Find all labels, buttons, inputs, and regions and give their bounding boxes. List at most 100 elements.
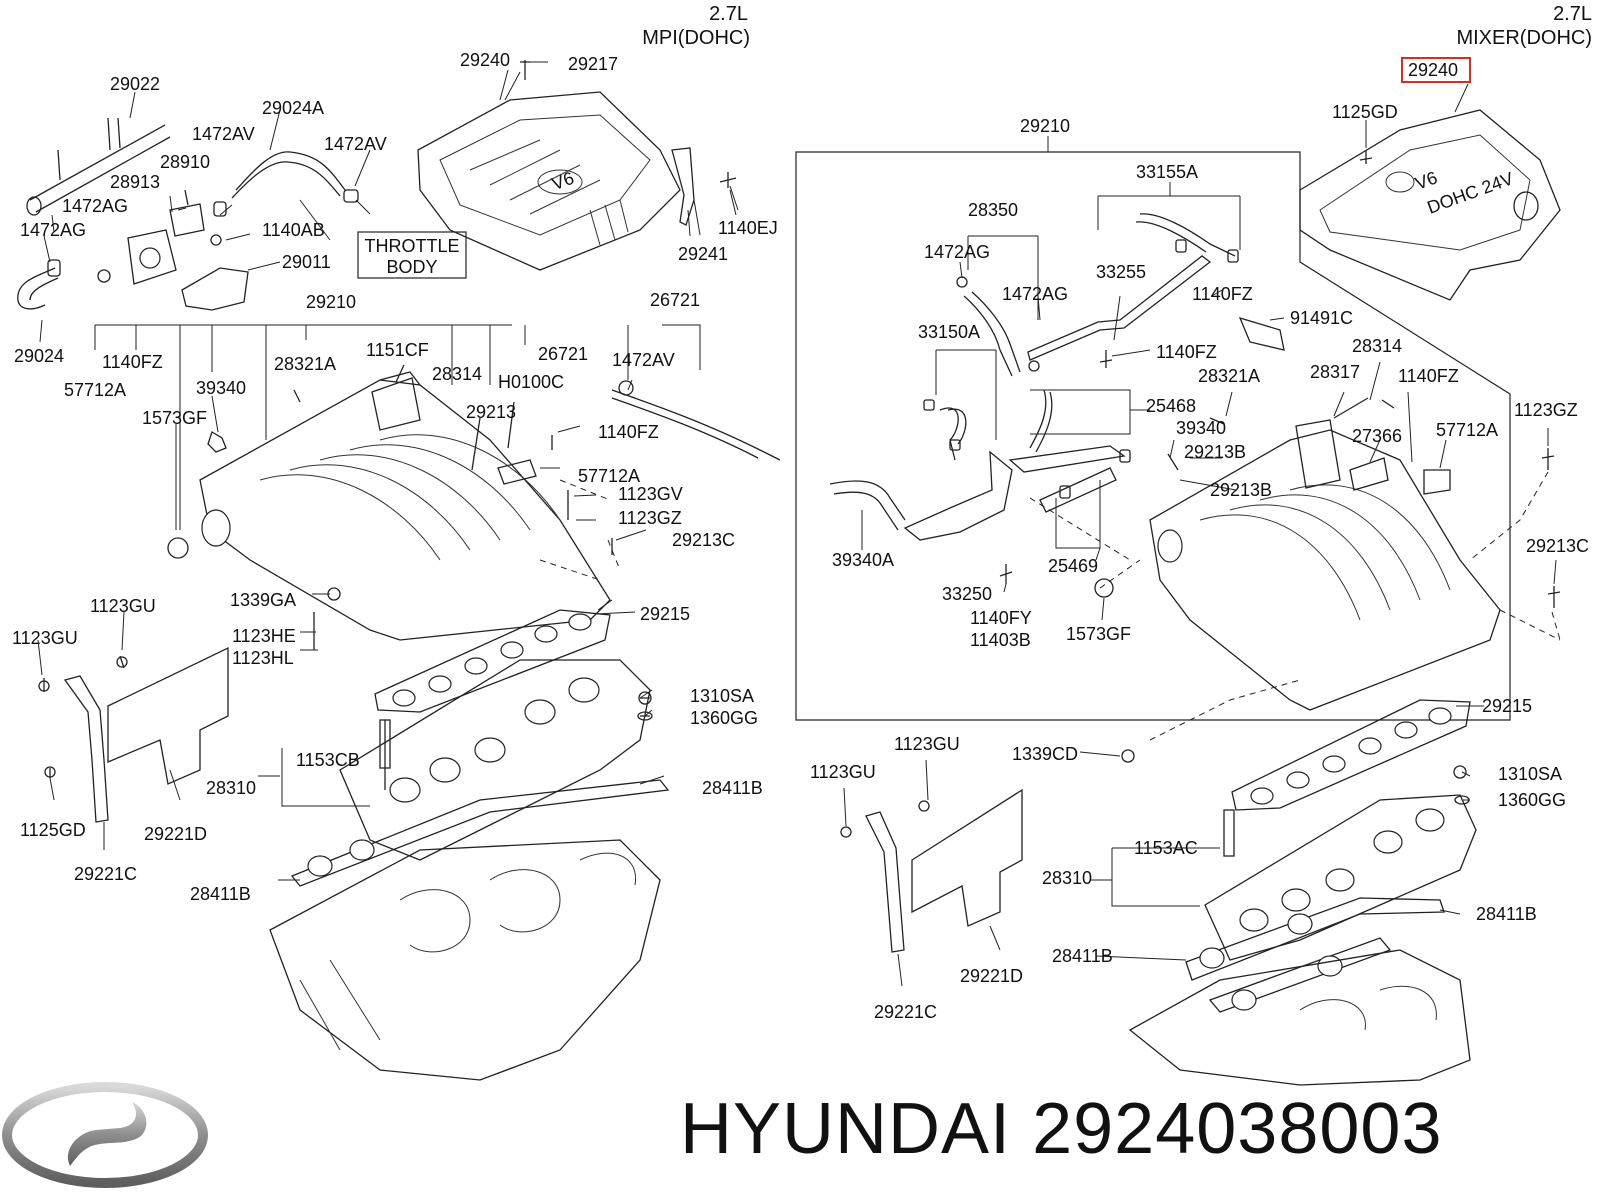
label-28411B-right-a: 28411B [1476,904,1537,924]
brackets-left [38,587,341,823]
lower-manifold-28310-right [1204,765,1477,961]
label-39340: 39340 [196,378,246,398]
hose-stub [57,117,121,181]
label-1310SA-right: 1310SA [1498,764,1562,784]
clamp-ring [97,269,111,283]
label-1140FY: 1140FY [970,608,1032,628]
label-33155A: 33155A [1136,162,1198,182]
bracket-25469 [1055,480,1101,561]
gasket-28411B-right [1185,897,1445,1013]
mpi-variant-label: MPI(DOHC) [642,27,750,49]
label-29240-mpi: 29240 [460,50,510,70]
hose-assembly-left [17,117,371,311]
sensor-39340-left [207,431,227,453]
label-29221D-right: 29221D [960,966,1023,986]
bracket-57712A-left [497,459,537,485]
bolt-1140FY [999,564,1013,584]
label-29221C-right: 29221C [874,1002,937,1022]
label-39340A: 39340A [832,550,894,570]
label-28350: 28350 [968,200,1018,220]
label-29215: 29215 [640,604,690,624]
label-1472AV-a: 1472AV [192,124,255,144]
label-29221D: 29221D [144,824,207,844]
manifold-flange-right [1295,419,1341,489]
label-91491C: 91491C [1290,308,1353,328]
bolts-1140FZ [551,435,613,555]
engine-block-left [269,839,661,1081]
sensors-right [1167,397,1395,471]
nut-1310SA-right [1453,765,1467,779]
label-1140FZ-right-c: 1140FZ [1398,366,1459,386]
mixer-variant-label: MIXER(DOHC) [1456,27,1592,49]
mpi-displacement-label: 2.7L [709,3,748,25]
bracket-33155A [1097,182,1241,250]
hose-29024A [235,151,346,191]
label-1125GD: 1125GD [20,820,86,840]
hose-pipe-upper [29,124,171,213]
label-28314-right: 28314 [1352,336,1402,356]
bolt-1123GZ-right [1541,448,1555,470]
label-1123GV: 1123GV [618,484,683,504]
bolts-manifold [293,364,405,403]
sensor-29011 [181,267,249,311]
label-29215-right: 29215 [1482,696,1532,716]
label-1140FZ-right-a: 1140FZ [1192,284,1253,304]
label-1573GF-right: 1573GF [1066,624,1131,644]
label-29213C-right: 29213C [1526,536,1589,556]
label-1573GF: 1573GF [142,408,207,428]
label-1153CB: 1153CB [296,750,360,770]
bracket-29221C [63,675,109,823]
label-29024A: 29024A [262,98,324,118]
label-25469: 25469 [1048,556,1098,576]
label-28310-right: 28310 [1042,868,1092,888]
leader-lines-right [843,261,1557,987]
label-1310SA: 1310SA [690,686,754,706]
bracket-26721 [627,324,701,380]
stud-1153AC [1223,809,1235,857]
gasket-29215-left [374,609,636,713]
leader-lines-left [37,61,737,881]
label-33255: 33255 [1096,262,1146,282]
label-29210-right: 29210 [1020,116,1070,136]
label-1123GU-b: 1123GU [12,628,78,648]
oring-1573GF-right [1094,578,1114,598]
engine-block-right [1128,949,1471,1086]
label-11403B: 11403B [970,630,1031,650]
throttle-body-line1: THROTTLE [364,236,459,256]
label-1472AV-c: 1472AV [612,350,675,370]
label-1153AC: 1153AC [1134,838,1198,858]
label-27366: 27366 [1352,426,1402,446]
label-25468: 25468 [1146,396,1196,416]
label-29213: 29213 [466,402,516,422]
label-29213B-b: 29213B [1210,480,1272,500]
label-26721-b: 26721 [650,290,700,310]
label-1123HE: 1123HE [232,626,296,646]
hose-29024 [17,267,59,310]
label-1360GG: 1360GG [690,708,758,728]
label-H0100C: H0100C [498,372,564,392]
bracket-28350 [967,235,1039,320]
label-1123GU-right-a: 1123GU [894,734,960,754]
label-1151CF: 1151CF [366,340,429,360]
label-29024: 29024 [14,346,64,366]
label-28913: 28913 [110,172,160,192]
label-28314: 28314 [432,364,482,384]
label-1123HL: 1123HL [232,648,294,668]
label-29213B-a: 29213B [1184,442,1246,462]
label-28310: 28310 [206,778,256,798]
label-39340-right: 39340 [1176,418,1226,438]
throttle-bracket-28913 [127,229,177,285]
brand-name: HYUNDAI [680,1089,1012,1169]
bracket-57712A-right [1423,469,1451,495]
pipe-33250 [903,450,1013,541]
label-57712A-a: 57712A [64,380,126,400]
hyundai-logo-icon [0,1080,210,1190]
bolt-1140FZ-right [1099,350,1113,368]
bracket-29221D-right [911,788,1023,927]
bracket-29221D [107,646,229,785]
label-1472AG-b: 1472AG [20,220,86,240]
label-1472AG-a: 1472AG [62,196,128,216]
label-1140EJ: 1140EJ [718,218,778,238]
svg-text:V6: V6 [1413,167,1441,193]
labels-right: 29240 1125GD 29210 33155A 28350 1472AG 3… [810,60,1589,1022]
